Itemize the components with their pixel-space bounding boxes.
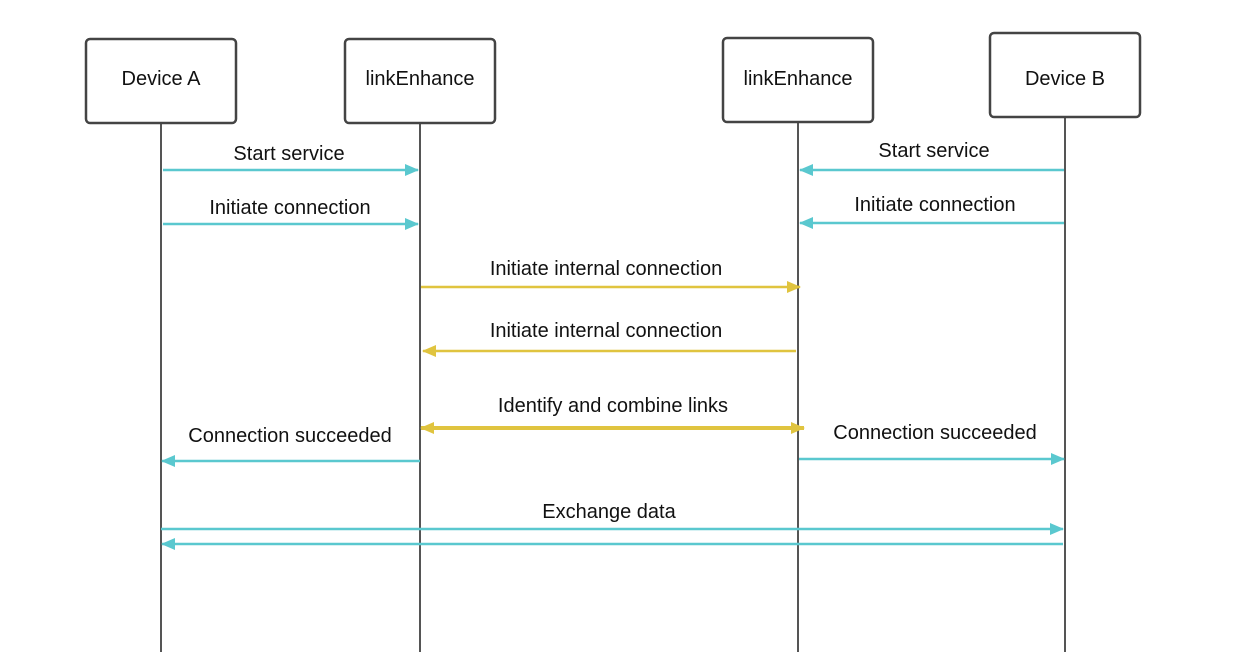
message-label: Initiate internal connection (490, 258, 722, 280)
message-exchange-data-ab: Exchange data (161, 501, 1064, 535)
participant-label: Device B (1025, 68, 1105, 90)
message-label: Exchange data (542, 501, 676, 523)
message-label: Initiate internal connection (490, 320, 722, 342)
message-label: Start service (233, 143, 344, 165)
message-initiate-connection-b: Initiate connection (799, 194, 1064, 229)
message-start-service-b: Start service (799, 140, 1064, 176)
message-label: Initiate connection (209, 197, 370, 219)
participant-label: linkEnhance (744, 68, 853, 90)
message-label: Initiate connection (854, 194, 1015, 216)
message-connection-succeeded-b: Connection succeeded (799, 422, 1065, 465)
message-start-service-a: Start service (163, 143, 419, 176)
message-label: Connection succeeded (188, 425, 391, 447)
message-internal-connection-ba: Initiate internal connection (422, 320, 796, 357)
participant-link-enhance-a: linkEnhance (343, 37, 497, 125)
message-identify-combine-links: Identify and combine links (420, 395, 805, 434)
participant-label: linkEnhance (366, 68, 475, 90)
participant-link-enhance-b: linkEnhance (721, 36, 875, 124)
message-label: Connection succeeded (833, 422, 1036, 444)
message-label: Start service (878, 140, 989, 162)
message-initiate-connection-a: Initiate connection (163, 197, 419, 230)
participant-label: Device A (122, 68, 202, 90)
participant-device-b: Device B (988, 31, 1142, 119)
message-label: Identify and combine links (498, 395, 728, 417)
participant-device-a: Device A (84, 37, 238, 125)
message-connection-succeeded-a: Connection succeeded (161, 425, 420, 467)
message-internal-connection-ab: Initiate internal connection (421, 258, 801, 293)
